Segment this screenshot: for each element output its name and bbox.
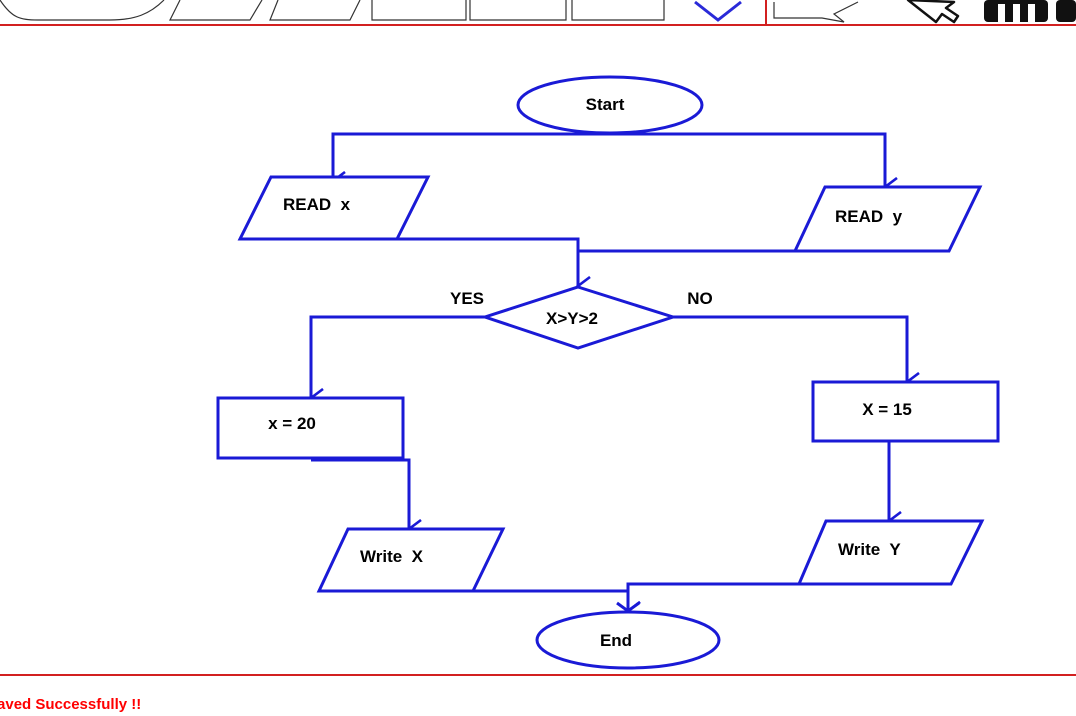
write-y-node[interactable]	[796, 519, 985, 586]
branch-yes-label: YES	[450, 289, 484, 308]
end-node[interactable]	[535, 610, 721, 670]
start-label: Start	[586, 95, 625, 114]
read-x-label: READ x	[283, 195, 351, 214]
toolbar	[0, 0, 1076, 26]
assign-x-node[interactable]	[216, 396, 405, 460]
tool-connector[interactable]	[773, 1, 859, 23]
trash-icon	[984, 0, 1076, 22]
write-x-node[interactable]	[316, 527, 506, 593]
read-y-node[interactable]	[792, 185, 983, 253]
flowchart-canvas[interactable]: Start READ x READ y X>Y>2 x = 20 X = 15 …	[0, 26, 1076, 674]
connector-decision-no	[673, 315, 907, 382]
write-x-label: Write X	[360, 547, 424, 566]
process-shape-icon	[469, 0, 567, 21]
connector-write-x-to-end	[473, 589, 628, 611]
status-message: Saved Successfully !!	[0, 696, 142, 713]
connector-write-y-to-end	[628, 582, 799, 611]
assign-x-label: x = 20	[268, 414, 316, 433]
write-y-label: Write Y	[838, 540, 901, 559]
input-output-shape-icon	[169, 0, 263, 21]
tool-decision[interactable]	[694, 0, 742, 22]
tool-terminal[interactable]	[0, 0, 165, 21]
read-y-label: READ y	[835, 207, 903, 226]
tool-process-3[interactable]	[571, 0, 665, 21]
tool-delete[interactable]	[984, 0, 1076, 22]
tool-process-1[interactable]	[371, 0, 467, 21]
pointer-icon	[906, 0, 960, 24]
start-node[interactable]	[516, 75, 704, 135]
tool-input-output-2[interactable]	[269, 0, 361, 21]
terminal-shape-icon	[0, 0, 165, 21]
assign-X-node[interactable]	[811, 380, 1000, 443]
process-shape-icon	[371, 0, 467, 21]
assign-X-label: X = 15	[862, 400, 912, 419]
connector-start-to-read-y	[610, 132, 885, 187]
tool-input-output-1[interactable]	[169, 0, 263, 21]
end-label: End	[600, 631, 632, 650]
branch-no-label: NO	[687, 289, 713, 308]
input-output-shape-icon	[269, 0, 361, 21]
tool-pointer[interactable]	[906, 0, 960, 24]
connector-read-x-to-decision	[397, 237, 578, 286]
decision-shape-icon	[694, 0, 742, 22]
connector-start-to-read-x	[333, 132, 610, 181]
connector-assign-x-to-write-x	[311, 458, 409, 529]
decision-label: X>Y>2	[546, 309, 598, 328]
status-divider	[0, 674, 1076, 676]
read-x-node[interactable]	[237, 175, 431, 241]
tool-process-2[interactable]	[469, 0, 567, 21]
connector-arrow-icon	[773, 1, 859, 23]
process-shape-icon	[571, 0, 665, 21]
decision-node[interactable]	[480, 285, 678, 350]
connector-decision-yes	[311, 315, 485, 398]
